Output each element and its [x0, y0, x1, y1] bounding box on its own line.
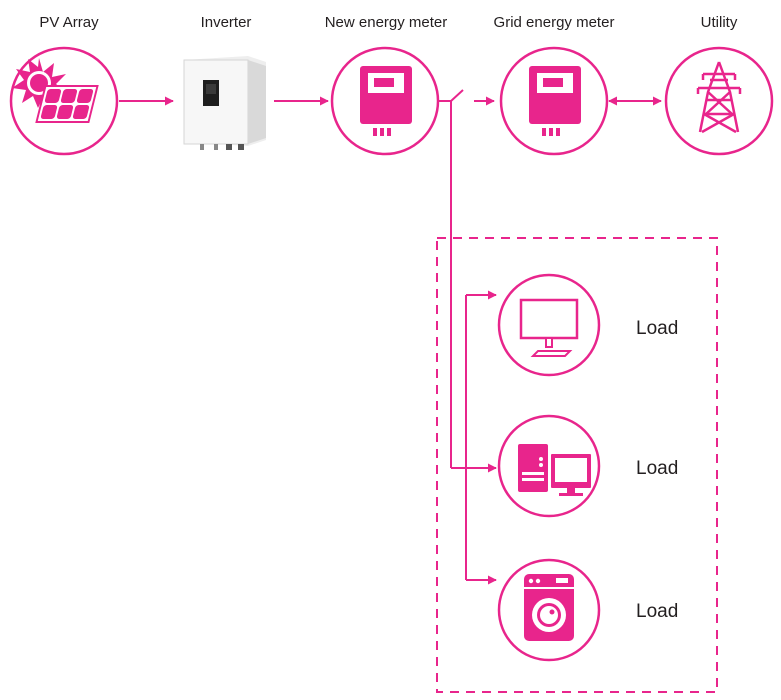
utility-label: Utility [700, 14, 738, 31]
new-energy-meter-label: New energy meter [324, 14, 448, 31]
grid-energy-meter-label: Grid energy meter [493, 14, 615, 31]
energy-meter-icon [499, 46, 609, 156]
monitor-icon [497, 273, 601, 377]
load-label-3: Load [636, 601, 679, 622]
solar-panel-icon [9, 46, 119, 156]
transmission-tower-icon [664, 46, 774, 156]
load-label-1: Load [636, 318, 679, 339]
loads-dashed-box [436, 237, 718, 693]
inverter-label: Inverter [200, 14, 252, 31]
washing-machine-icon [497, 558, 601, 662]
load-label-2: Load [636, 458, 679, 479]
inverter-icon [183, 56, 266, 150]
desktop-computer-icon [497, 414, 601, 518]
pv-array-label: PV Array [39, 14, 99, 31]
switch-line [439, 89, 495, 106]
energy-meter-icon [330, 46, 440, 156]
load-branch [450, 101, 497, 585]
